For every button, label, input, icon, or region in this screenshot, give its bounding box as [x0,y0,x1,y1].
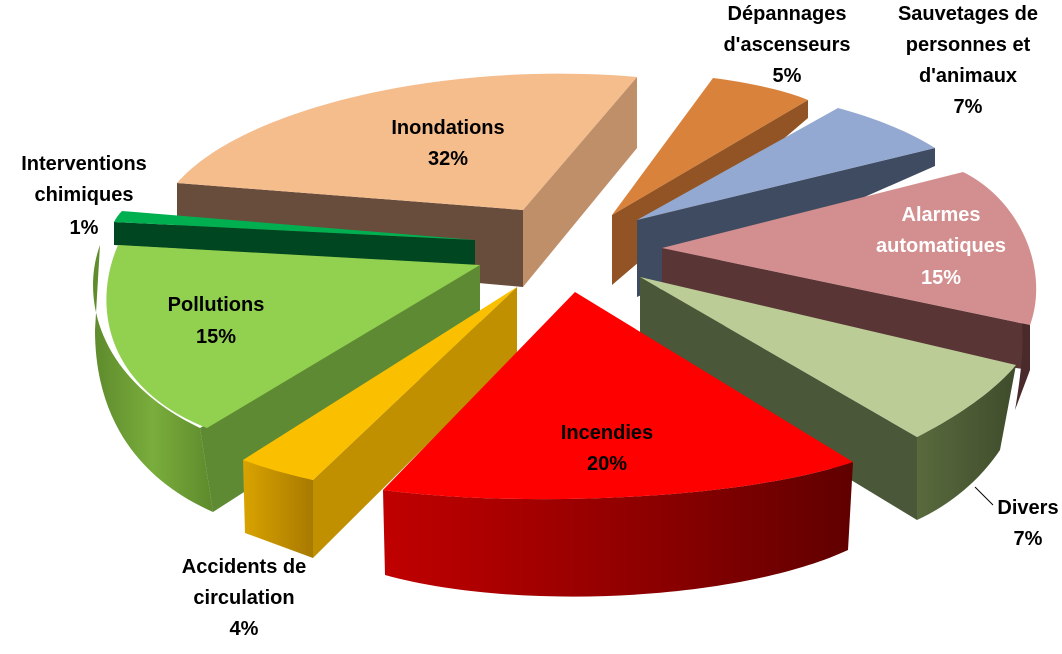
slice-pollutions [106,245,480,428]
label-inondations-pct: 32% [428,148,468,170]
slice-alarmes-side-left [662,248,1030,370]
label-sauvetages: Sauvetages de personnes et d'animaux 7% [898,3,1038,118]
slice-accidents [243,287,517,480]
label-sauvetages-line-1: Sauvetages de [898,3,1038,25]
label-inondations-name: Inondations [391,117,504,139]
label-alarmes-line-2: automatiques [876,235,1006,257]
label-accidents-line-2: circulation [193,587,294,609]
label-incendies-pct: 20% [587,453,627,475]
label-depannages-line-1: Dépannages [728,3,847,25]
label-chimiques-line-2: chimiques [35,184,134,206]
slice-sauvetages [637,108,935,220]
label-chimiques-line-1: Interventions [21,153,147,175]
label-accidents-pct: 4% [230,618,259,640]
label-divers: Divers 7% [997,497,1058,550]
slice-incendies [383,292,853,500]
label-incendies: Incendies 20% [561,422,653,475]
label-depannages: Dépannages d'ascenseurs 5% [723,3,850,87]
slice-divers [640,277,1016,437]
slice-accidents-side-left [243,460,313,558]
slice-pollutions-side-outer [93,245,213,512]
slice-alarmes [662,172,1037,325]
label-sauvetages-pct: 7% [954,96,983,118]
label-alarmes-line-1: Alarmes [902,204,981,226]
slice-depannages [612,78,808,215]
label-alarmes-pct: 15% [921,267,961,289]
slice-accidents-side-right [313,287,517,558]
label-sauvetages-line-3: d'animaux [919,65,1017,87]
label-depannages-pct: 5% [773,65,802,87]
label-incendies-name: Incendies [561,422,653,444]
label-pollutions-pct: 15% [196,326,236,348]
label-alarmes: Alarmes automatiques 15% [876,204,1006,289]
label-inondations: Inondations 32% [391,117,504,170]
slice-inondations-side-right [523,77,637,287]
slice-chimiques-side [114,222,475,265]
slice-chimiques [114,211,475,240]
label-pollutions-name: Pollutions [168,294,265,316]
slice-incendies-side [383,462,853,597]
label-chimiques: Interventions chimiques 1% [21,153,147,239]
slice-inondations [177,73,637,210]
label-divers-pct: 7% [1014,528,1043,550]
slice-divers-side-right [917,365,1016,520]
leader-line-divers [974,486,994,506]
label-accidents: Accidents de circulation 4% [182,556,306,640]
label-sauvetages-line-2: personnes et [906,34,1031,56]
label-divers-name: Divers [997,497,1058,519]
label-pollutions: Pollutions 15% [168,294,265,348]
label-accidents-line-1: Accidents de [182,556,306,578]
label-depannages-line-2: d'ascenseurs [723,34,850,56]
label-chimiques-pct: 1% [70,217,99,239]
